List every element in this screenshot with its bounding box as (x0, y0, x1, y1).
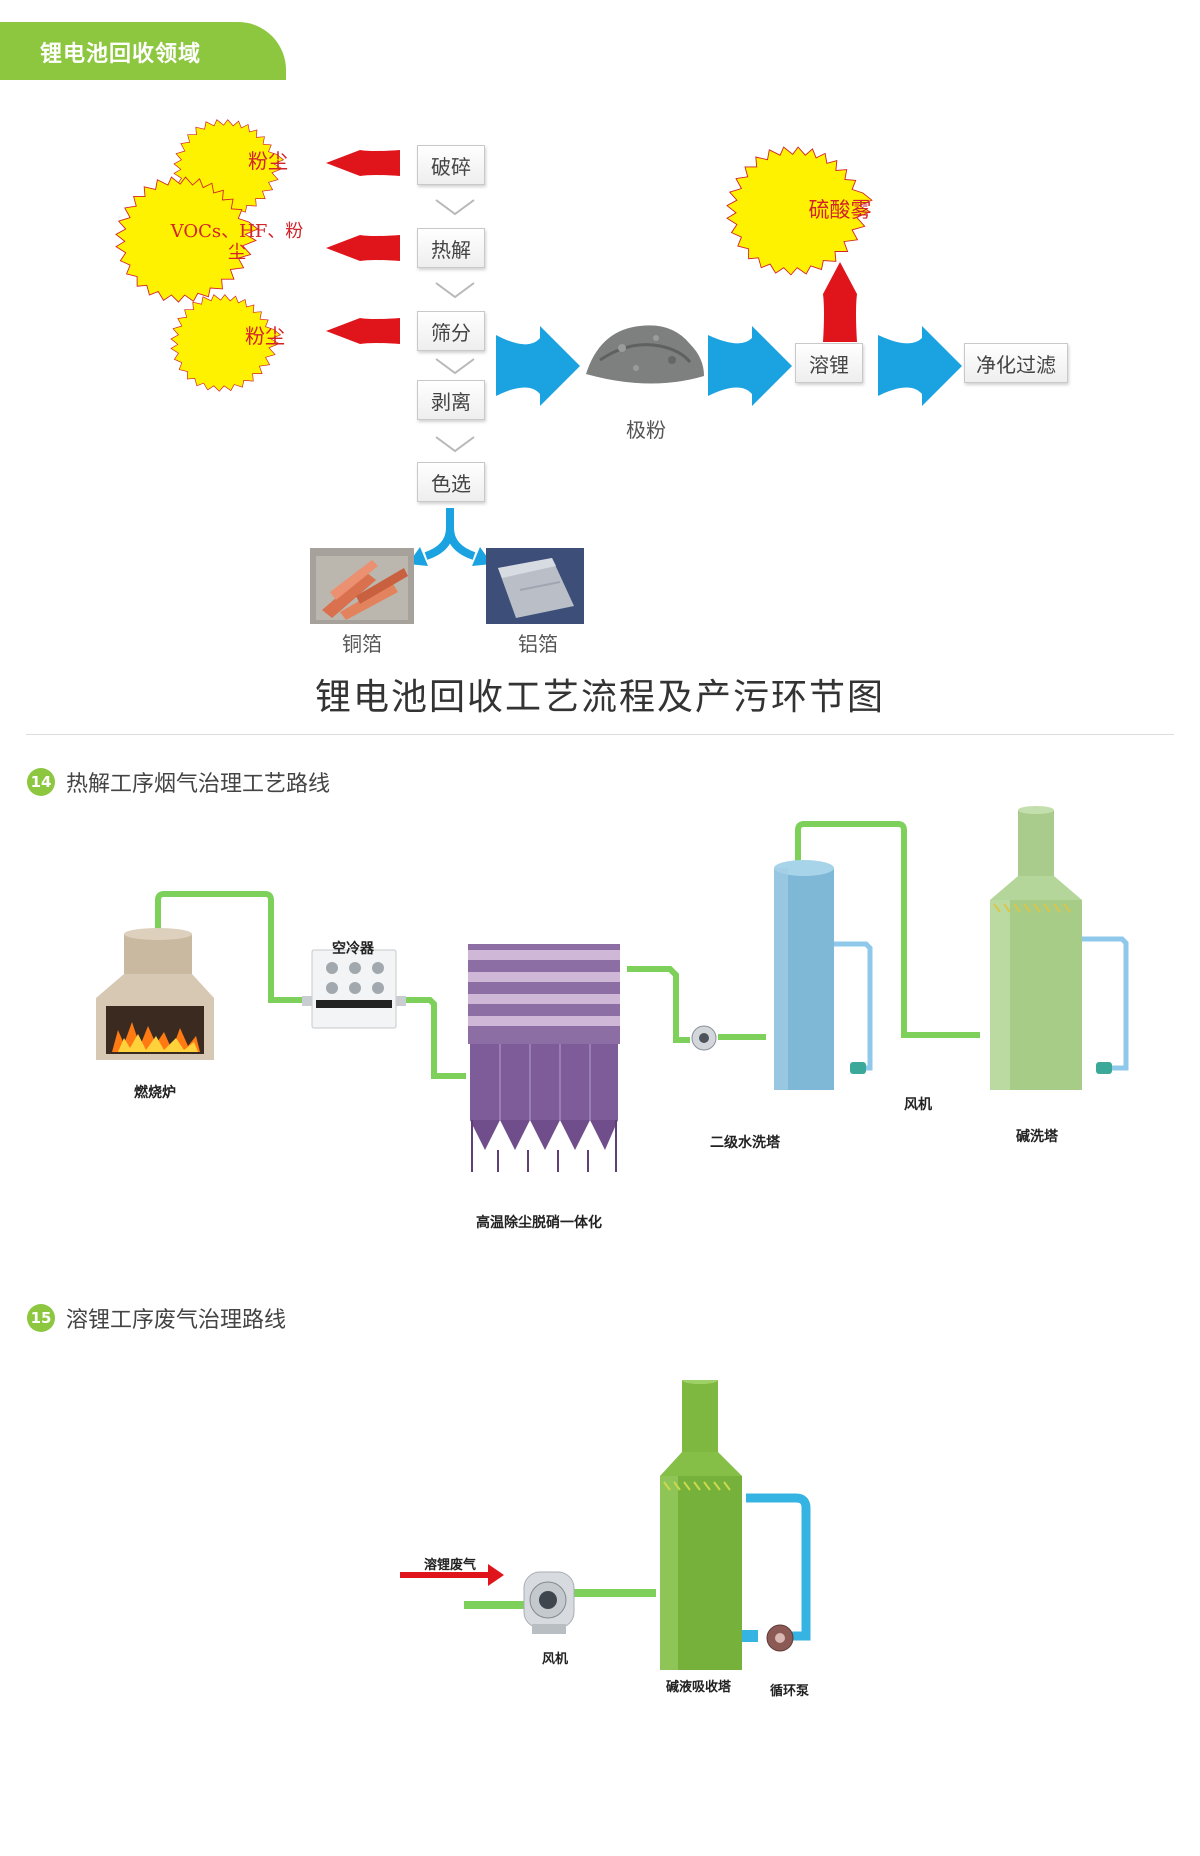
flow-title: 锂电池回收工艺流程及产污环节图 (314, 677, 885, 718)
circulation-pump (766, 1624, 794, 1652)
acid-mist-label: 硫酸雾 (808, 198, 872, 222)
label-water-tower: 二级水洗塔 (710, 1135, 780, 1151)
blue-arrow-1 (496, 326, 580, 406)
pollutant-label-3: 粉尘 (245, 324, 285, 348)
chevron-2 (435, 282, 475, 299)
aluminum-foil-label: 铝箔 (518, 632, 558, 656)
section-tab-label: 锂电池回收领域 (40, 42, 202, 67)
step-stripping: 剥离 (417, 380, 485, 420)
chevron-3 (435, 358, 475, 375)
red-arrow-up (823, 262, 857, 342)
step-purify-filter: 净化过滤 (964, 343, 1068, 383)
section-15-badge: 15 (27, 1304, 55, 1332)
red-arrow-1 (326, 150, 400, 176)
pollutant-burst-3 (170, 294, 282, 392)
label-pump: 循环泵 (770, 1684, 810, 1699)
step-color-sort: 色选 (417, 462, 485, 502)
blue-arrow-3 (878, 326, 962, 406)
step-crush: 破碎 (417, 145, 485, 185)
air-cooler (302, 949, 406, 1029)
electrode-powder-pile (586, 325, 704, 384)
flow-diagram (115, 119, 962, 624)
dust-denitration-unit (468, 944, 620, 1172)
divider (26, 734, 1174, 735)
electrode-powder-label: 极粉 (626, 418, 666, 442)
chevron-1 (435, 199, 475, 216)
acid-mist-burst (726, 146, 873, 276)
copper-foil-label: 铜箔 (342, 632, 382, 656)
label-dust-denitration: 高温除尘脱硝一体化 (476, 1215, 602, 1231)
label-fan-15: 风机 (542, 1652, 569, 1667)
split-arrow (408, 508, 492, 566)
label-fan-14: 风机 (904, 1097, 932, 1113)
fan-15 (523, 1571, 575, 1634)
step-screening: 筛分 (417, 311, 485, 351)
pollutant-label-2: VOCs、HF、粉尘 (170, 221, 304, 263)
section-14-process-diagram (96, 806, 1129, 1172)
section-14-title: 热解工序烟气治理工艺路线 (66, 772, 331, 797)
alkali-wash-tower (990, 806, 1112, 1090)
section-15-title: 溶锂工序废气治理路线 (66, 1308, 287, 1333)
section-14-badge: 14 (27, 768, 55, 796)
blue-arrow-2 (708, 326, 792, 406)
step-dissolve-lithium: 溶锂 (795, 343, 863, 383)
pollutant-label-1: 粉尘 (248, 149, 288, 173)
step-pyrolysis: 热解 (417, 228, 485, 268)
label-inlet-gas: 溶锂废气 (424, 1558, 477, 1573)
absorber-tower (660, 1380, 758, 1670)
label-air-cooler: 空冷器 (332, 941, 374, 957)
water-wash-tower (774, 860, 866, 1090)
combustion-furnace (96, 928, 214, 1060)
copper-foil-image (310, 548, 414, 624)
label-furnace: 燃烧炉 (134, 1085, 176, 1101)
section-15-process-diagram (400, 1380, 811, 1670)
label-alkali-tower: 碱洗塔 (1016, 1129, 1058, 1145)
fan-14 (691, 1025, 717, 1051)
label-absorber: 碱液吸收塔 (666, 1680, 732, 1695)
red-arrow-3 (326, 318, 400, 344)
red-arrow-2 (326, 235, 400, 261)
aluminum-foil-image (486, 548, 584, 624)
chevron-4 (435, 436, 475, 453)
pollutant-burst-2 (115, 176, 259, 303)
section-tab (0, 22, 286, 80)
inlet-gas-arrow (400, 1564, 504, 1586)
